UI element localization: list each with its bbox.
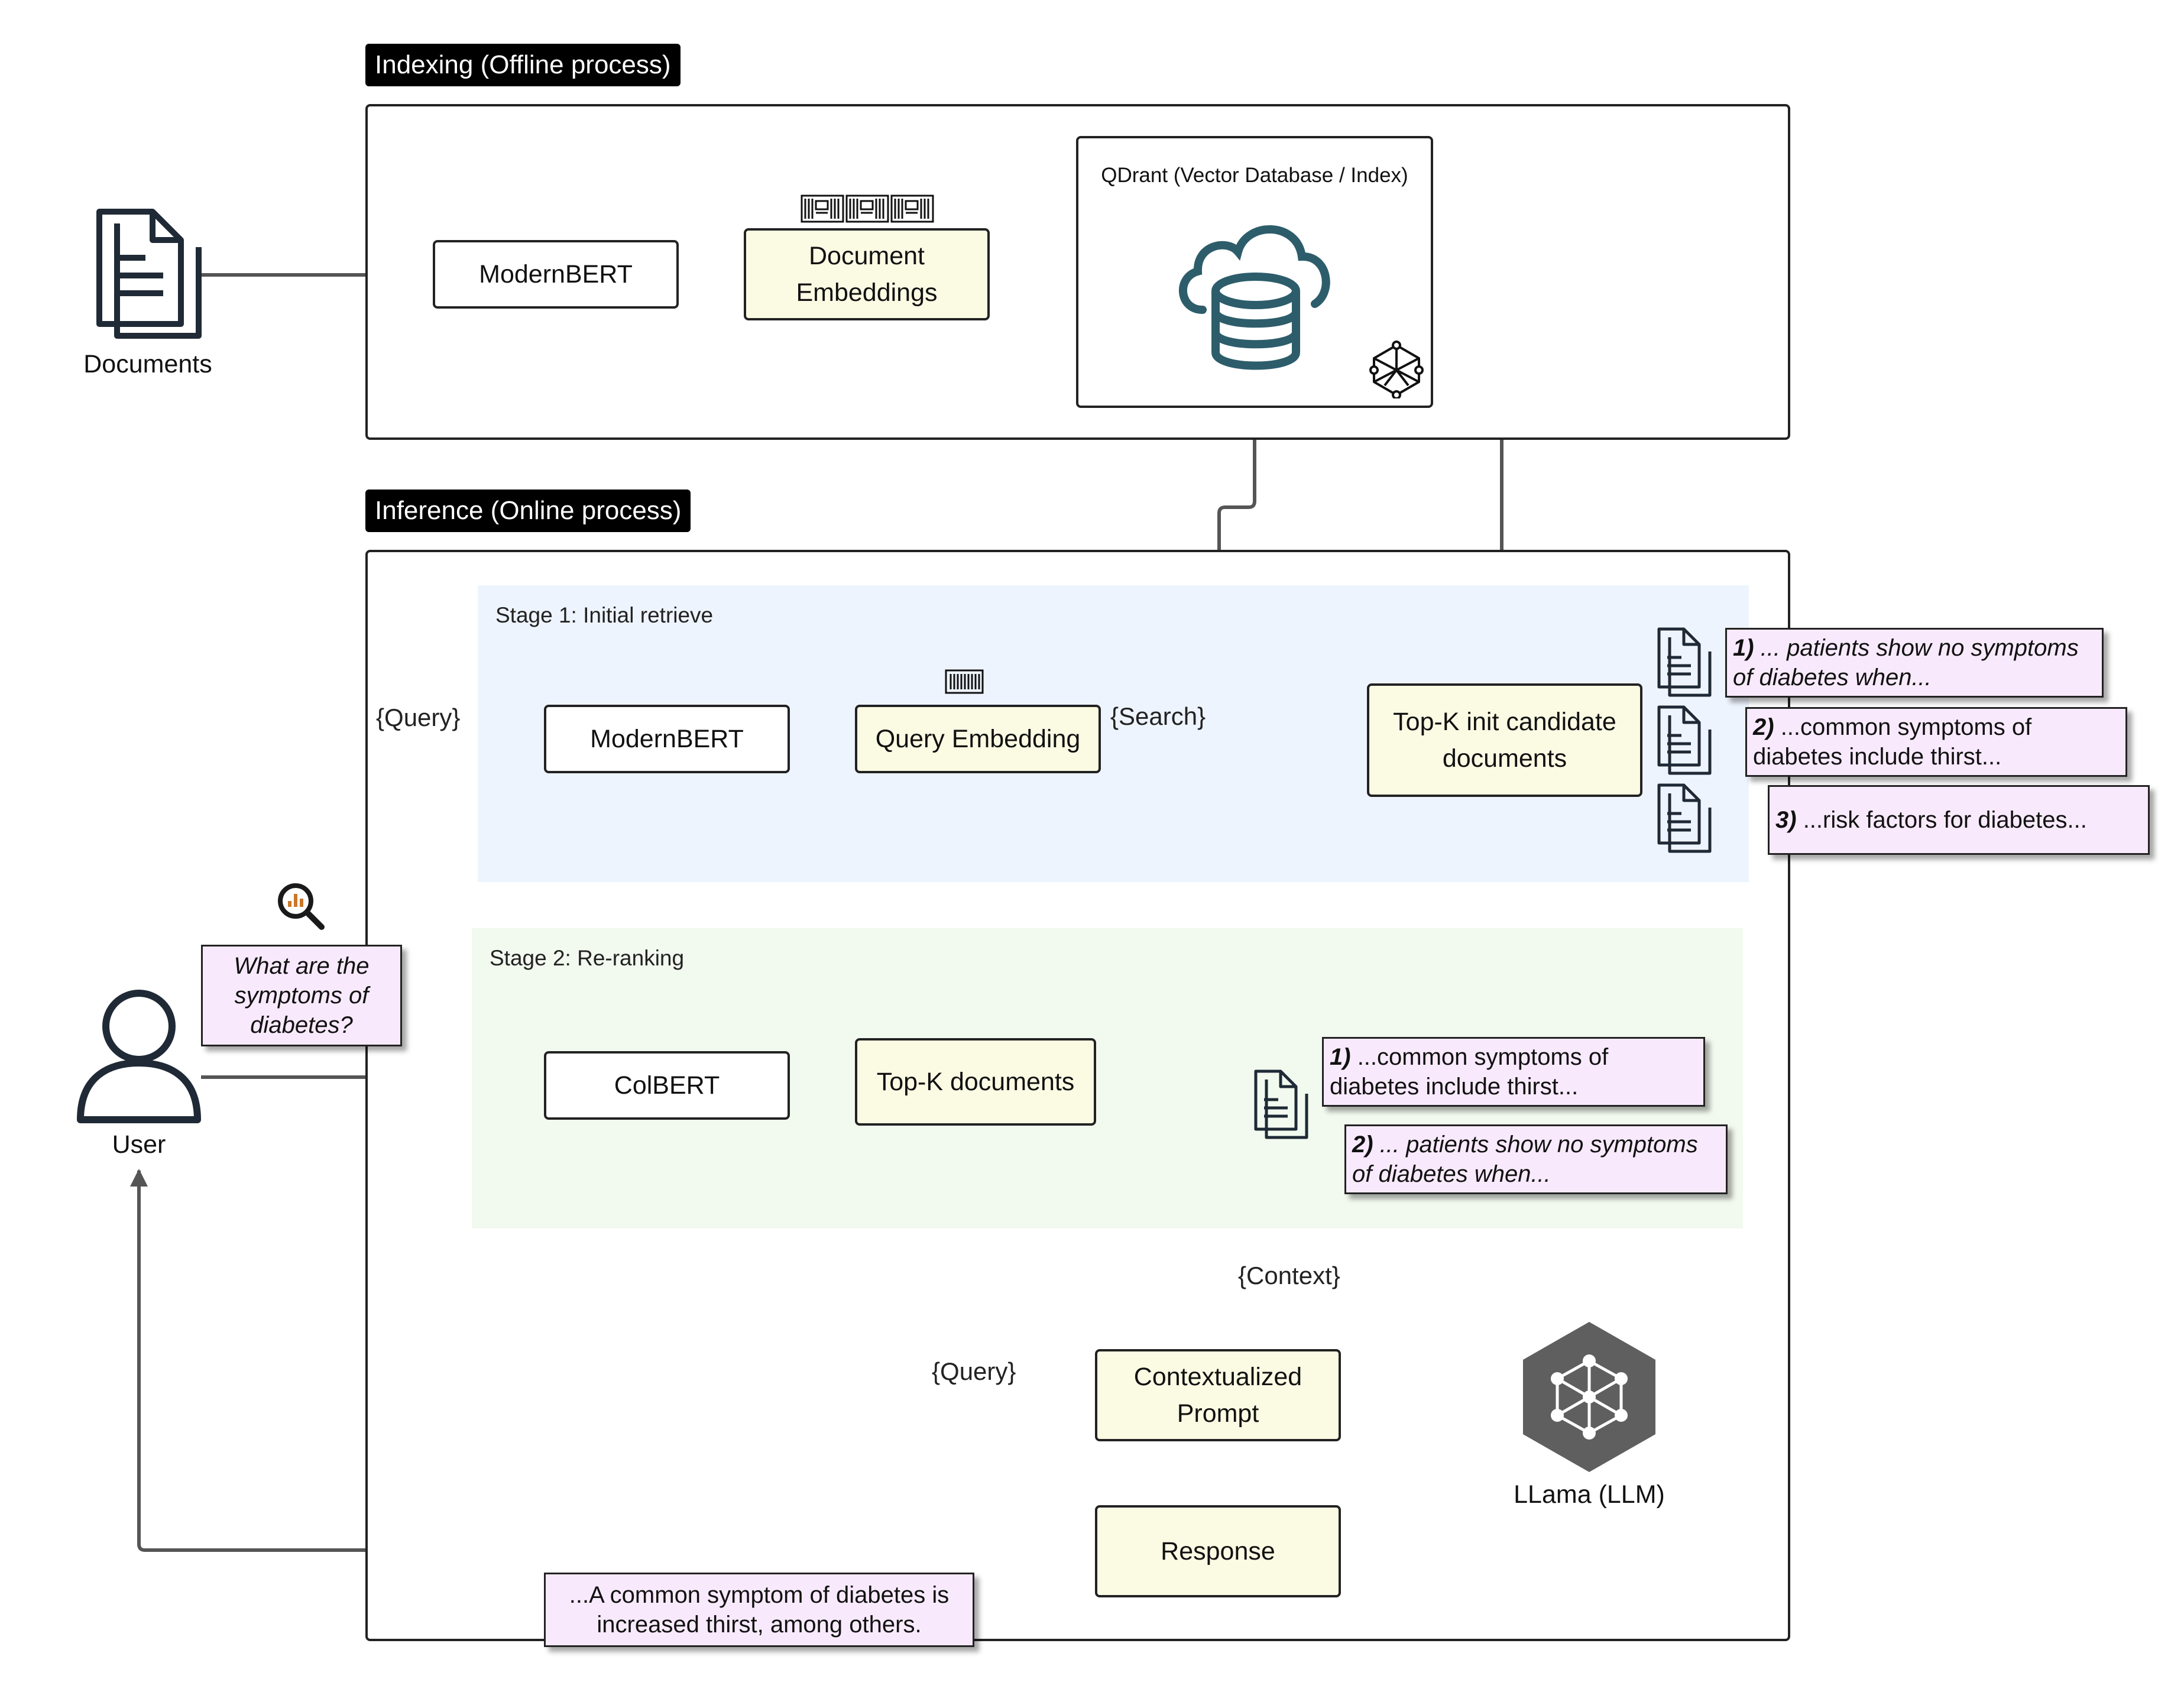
query-edge-label-top: {Query}	[376, 704, 461, 731]
candidate-note-1: 1) ... patients show no symptoms of diab…	[1725, 628, 2104, 698]
candidate-note-2: 2) ...common symptoms of diabetes includ…	[1745, 707, 2127, 777]
qdrant-logo-icon	[1367, 339, 1426, 398]
candidate-note-number: 3)	[1775, 807, 1797, 833]
neural-network-icon	[1521, 1320, 1658, 1474]
response-node: Response	[1095, 1505, 1341, 1597]
reranked-note-text: ...common symptoms of diabetes include t…	[1330, 1044, 1609, 1100]
candidate-note-number: 2)	[1753, 714, 1774, 740]
document-page-icon	[1655, 783, 1712, 854]
reranked-note-number: 1)	[1330, 1044, 1351, 1070]
colbert-node: ColBERT	[544, 1051, 790, 1120]
document-page-icon	[1252, 1069, 1309, 1140]
cloud-database-icon	[1173, 215, 1339, 375]
candidate-note-3: 3) ...risk factors for diabetes...	[1768, 785, 2150, 855]
search-edge-label: {Search}	[1110, 702, 1206, 730]
user-question-note: What are the symptoms of diabetes?	[201, 945, 402, 1046]
contextualized-prompt-node: Contextualized Prompt	[1095, 1349, 1341, 1441]
llm-label: LLama (LLM)	[1514, 1480, 1665, 1509]
document-embeddings-node: Document Embeddings	[744, 228, 990, 320]
documents-label: Documents	[83, 350, 212, 378]
document-page-icon	[1655, 627, 1712, 698]
topk-documents-node: Top-K documents	[855, 1038, 1096, 1126]
candidate-note-number: 1)	[1733, 635, 1754, 661]
candidate-note-text: ...risk factors for diabetes...	[1796, 807, 2087, 833]
indexing-modernbert-node: ModernBERT	[433, 240, 679, 309]
query-vector-icon	[945, 669, 984, 694]
stage1-title: Stage 1: Initial retrieve	[495, 603, 714, 627]
user-icon	[76, 986, 202, 1123]
embedding-vectors-icon	[801, 194, 934, 223]
inference-section-tag: Inference (Online process)	[365, 490, 691, 532]
reranked-note-2: 2) ... patients show no symptoms of diab…	[1344, 1124, 1728, 1194]
reranked-note-number: 2)	[1352, 1132, 1373, 1158]
document-page-icon	[1655, 705, 1712, 776]
qdrant-label: QDrant (Vector Database / Index)	[1101, 164, 1408, 187]
documents-icon	[93, 206, 206, 342]
qdrant-node: QDrant (Vector Database / Index)	[1076, 136, 1433, 408]
response-text-note: ...A common symptom of diabetes is incre…	[544, 1573, 974, 1647]
query-edge-label-bottom: {Query}	[932, 1357, 1016, 1385]
reranked-note-1: 1) ...common symptoms of diabetes includ…	[1322, 1037, 1705, 1107]
context-edge-label: {Context}	[1238, 1262, 1340, 1289]
indexing-section-tag: Indexing (Offline process)	[365, 44, 681, 86]
topk-init-candidates-node: Top-K init candidate documents	[1367, 683, 1642, 797]
stage1-modernbert-node: ModernBERT	[544, 705, 790, 773]
stage2-title: Stage 2: Re-ranking	[490, 946, 685, 970]
reranked-note-text: ... patients show no symptoms of diabete…	[1352, 1132, 1698, 1187]
query-embedding-node: Query Embedding	[855, 705, 1101, 773]
user-label: User	[112, 1130, 166, 1159]
search-analytics-icon	[276, 881, 325, 931]
candidate-note-text: ... patients show no symptoms of diabete…	[1733, 635, 2079, 691]
candidate-note-text: ...common symptoms of diabetes include t…	[1753, 714, 2032, 770]
